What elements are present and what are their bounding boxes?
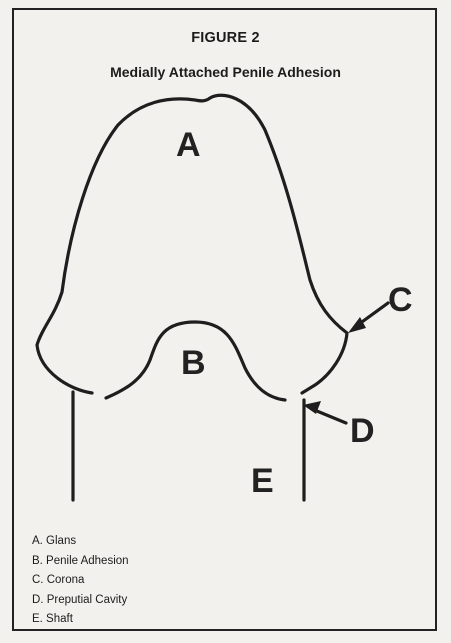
label-e: E [251, 462, 274, 500]
preputial-arrowhead [303, 401, 321, 414]
label-b: B [181, 344, 206, 382]
legend-item-penile-adhesion: B. Penile Adhesion [32, 554, 129, 567]
legend-list: A. Glans B. Penile Adhesion C. Corona D.… [32, 532, 129, 630]
legend-item-glans: A. Glans [32, 535, 77, 547]
adhesion-outline [104, 320, 287, 402]
legend-item-corona: C. Corona [32, 574, 85, 586]
label-c: C [388, 281, 413, 319]
label-d: D [350, 412, 375, 450]
preputial-pointer-line [310, 407, 348, 425]
legend-item-preputial-cavity: D. Preputial Cavity [32, 593, 128, 606]
corona-arrowhead [348, 317, 366, 333]
label-a: A [176, 126, 201, 164]
figure-subtitle: Medially Attached Penile Adhesion [110, 64, 341, 80]
glans-outline [35, 93, 349, 395]
legend-item-shaft: E. Shaft [32, 613, 73, 625]
figure-title: FIGURE 2 [191, 30, 260, 46]
figure-frame [12, 8, 437, 631]
